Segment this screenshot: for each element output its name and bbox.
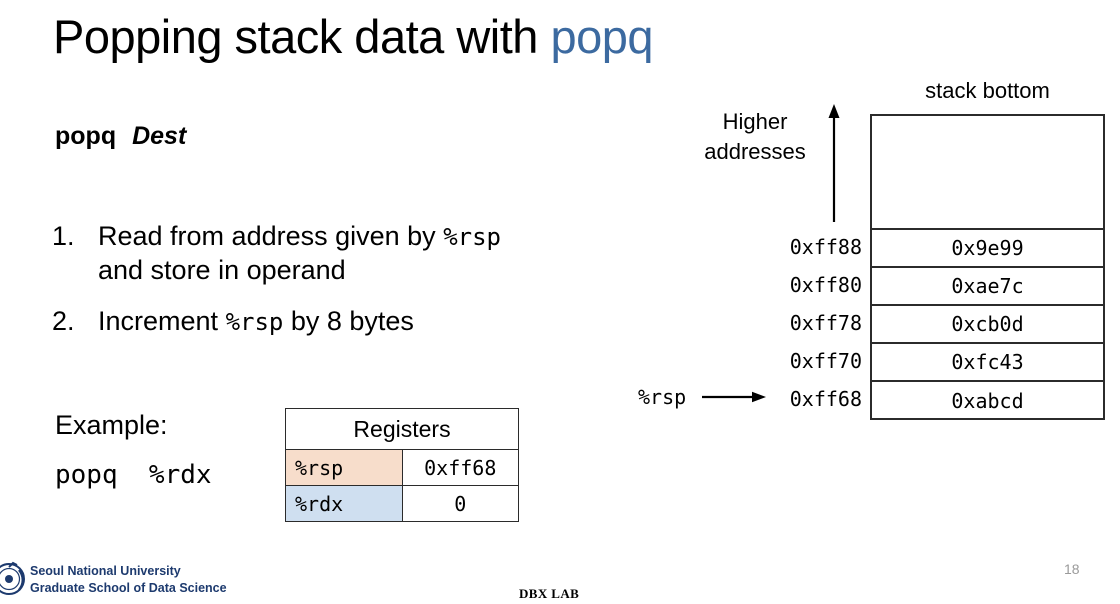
instruction-mnemonic: popq xyxy=(55,122,117,150)
register-value-rsp: 0xff68 xyxy=(401,449,519,486)
higher-addresses-line2: addresses xyxy=(704,139,806,164)
example-label: Example: xyxy=(55,410,168,440)
registers-table: Registers %rsp 0xff68 %rdx 0 xyxy=(285,408,519,522)
instruction-operand: Dest xyxy=(132,122,187,150)
stack-address: 0xff80 xyxy=(789,273,862,297)
stack-cell: 0xae7c xyxy=(872,268,1103,306)
stack-cell: 0xabcd xyxy=(951,389,1024,413)
step-text: Read from address given by %rsp and store… xyxy=(98,220,652,287)
table-row: Registers xyxy=(285,408,519,450)
page-number: 18 xyxy=(1064,561,1080,577)
list-item: 1. Read from address given by %rsp and st… xyxy=(52,220,652,287)
up-arrow-icon xyxy=(828,104,840,222)
higher-addresses-line1: Higher xyxy=(722,109,788,134)
step-number: 2. xyxy=(52,306,75,336)
rsp-pointer-label: %rsp xyxy=(638,385,687,409)
example-code: popq %rdx xyxy=(55,460,212,490)
registers-table-header: Registers xyxy=(285,408,519,450)
steps-list: 1. Read from address given by %rsp and st… xyxy=(52,220,652,357)
higher-addresses-label: Higher addresses xyxy=(690,107,820,167)
step-text: Increment %rsp by 8 bytes xyxy=(98,305,652,339)
instruction-syntax: popq Dest xyxy=(55,122,186,151)
page-title-main: Popping stack data with xyxy=(53,10,551,63)
stack-cell: 0xfc43 xyxy=(872,344,1103,382)
register-value-rdx: 0 xyxy=(401,485,519,522)
footer-org-line1: Seoul National University xyxy=(30,564,181,578)
step-text-line2: and store in operand xyxy=(98,255,346,285)
step-text-after: by 8 bytes xyxy=(283,306,414,336)
footer-org-line2: Graduate School of Data Science xyxy=(30,581,227,595)
page-title: Popping stack data with popq xyxy=(53,8,654,66)
step-text-before: Increment xyxy=(98,306,226,336)
stack-address: 0xff68 xyxy=(789,387,862,411)
stack-address-labels: 0xff88 0xff80 0xff78 0xff70 0xff68 xyxy=(762,228,862,418)
page-title-accent: popq xyxy=(550,10,654,63)
stack-address: 0xff88 xyxy=(789,235,862,259)
stack-cell: 0xcb0d xyxy=(872,306,1103,344)
footer-organization: Seoul National University Graduate Schoo… xyxy=(30,563,227,597)
table-row: %rsp 0xff68 xyxy=(285,449,519,486)
right-arrow-icon xyxy=(702,391,766,403)
stack-address: 0xff70 xyxy=(789,349,862,373)
snu-logo-icon xyxy=(0,561,25,595)
stack-empty-region xyxy=(872,116,1103,230)
register-name-rsp: %rsp xyxy=(285,449,403,486)
step-code-ref: %rsp xyxy=(225,308,284,336)
register-name-rdx: %rdx xyxy=(285,485,403,522)
stack-address: 0xff78 xyxy=(789,311,862,335)
step-number: 1. xyxy=(52,221,75,251)
footer-lab-name: DBX LAB xyxy=(519,586,580,601)
step-code-ref: %rsp xyxy=(443,223,501,251)
step-text-before: Read from address given by xyxy=(98,221,444,251)
stack-bottom-label: stack bottom xyxy=(925,78,1050,103)
table-row: %rdx 0 xyxy=(285,485,519,522)
list-item: 2. Increment %rsp by 8 bytes xyxy=(52,305,652,339)
stack-cell: 0x9e99 xyxy=(872,230,1103,268)
stack-diagram: 0x9e99 0xae7c 0xcb0d 0xfc43 0xabcd xyxy=(870,114,1105,420)
